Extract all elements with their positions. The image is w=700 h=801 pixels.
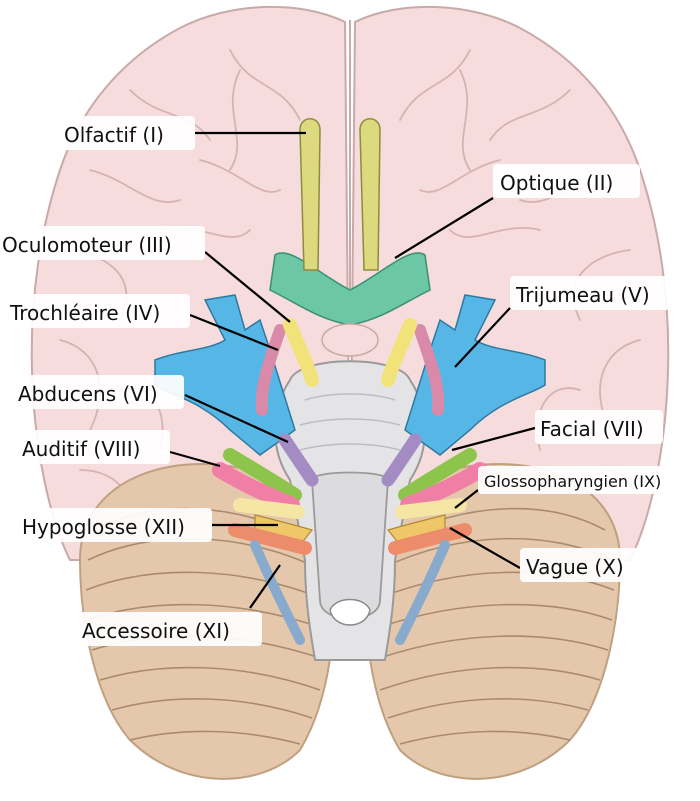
label-abducens: Abducens (VI) bbox=[14, 375, 184, 409]
accessory-nerves bbox=[250, 540, 450, 645]
svg-text:Accessoire (XI): Accessoire (XI) bbox=[82, 619, 230, 643]
label-trijumeau: Trijumeau (V) bbox=[510, 276, 670, 310]
label-oculomoteur: Oculomoteur (III) bbox=[0, 226, 205, 260]
svg-text:Glossopharyngien (IX): Glossopharyngien (IX) bbox=[484, 472, 661, 491]
svg-text:Abducens (VI): Abducens (VI) bbox=[18, 382, 158, 406]
label-facial: Facial (VII) bbox=[535, 410, 663, 444]
label-olfactif: Olfactif (I) bbox=[60, 116, 195, 150]
labels: Olfactif (I) Optique (II) Oculomoteur (I… bbox=[0, 116, 700, 646]
svg-text:Facial (VII): Facial (VII) bbox=[540, 417, 644, 441]
svg-text:Oculomoteur (III): Oculomoteur (III) bbox=[2, 233, 172, 257]
facial-vestibulocochlear-nerves bbox=[212, 448, 488, 513]
lower-cranial-nerves bbox=[228, 498, 472, 555]
svg-text:Trochléaire (IV): Trochléaire (IV) bbox=[9, 301, 160, 325]
label-glossopharyngien: Glossopharyngien (IX) bbox=[478, 466, 700, 494]
svg-text:Optique (II): Optique (II) bbox=[500, 171, 613, 195]
svg-text:Trijumeau (V): Trijumeau (V) bbox=[515, 283, 650, 307]
leader-lines bbox=[169, 131, 536, 609]
abducens-nerves bbox=[278, 433, 422, 487]
svg-text:Olfactif (I): Olfactif (I) bbox=[64, 123, 164, 147]
olfactory-bulbs bbox=[299, 118, 381, 271]
label-hypoglosse: Hypoglosse (XII) bbox=[18, 508, 212, 542]
label-trochleaire: Trochléaire (IV) bbox=[6, 294, 190, 328]
trochlear-nerves bbox=[255, 324, 445, 416]
oculomotor-nerves bbox=[283, 318, 417, 387]
svg-text:Auditif (VIII): Auditif (VIII) bbox=[22, 437, 140, 461]
label-auditif: Auditif (VIII) bbox=[18, 430, 170, 464]
label-accessoire: Accessoire (XI) bbox=[76, 612, 262, 646]
svg-text:Vague (X): Vague (X) bbox=[526, 555, 624, 579]
svg-text:Hypoglosse (XII): Hypoglosse (XII) bbox=[22, 515, 185, 539]
label-optique: Optique (II) bbox=[493, 164, 640, 198]
label-vague: Vague (X) bbox=[520, 548, 644, 582]
brainstem bbox=[274, 360, 426, 661]
optic-chiasm bbox=[269, 252, 431, 357]
